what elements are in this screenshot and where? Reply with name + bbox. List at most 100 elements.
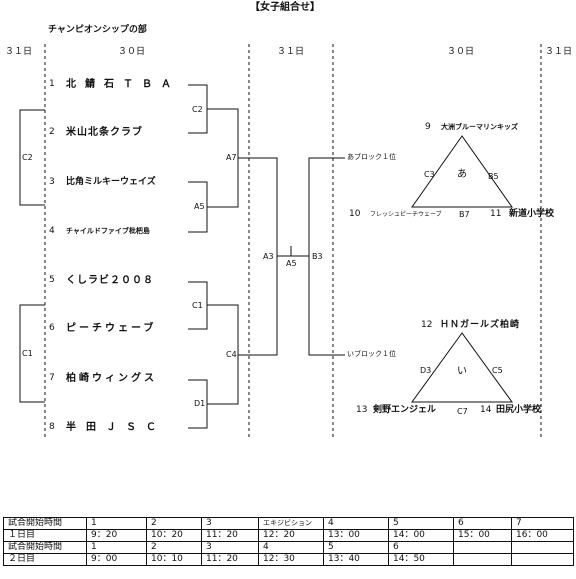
schedule-game-number: 3 [201,541,259,554]
schedule-table: 試合開始時間 1 2 3 エキジビション 4 5 6 7 １日目 9：20 10… [3,517,574,566]
game-code: C7 [457,407,468,416]
team-name: 柏崎ウィングス [66,373,157,384]
game-code: C1 [192,301,203,310]
league-team-name: 大洲ブルーマリンキッズ [441,123,518,131]
schedule-time: 16：00 [511,529,574,542]
game-code: D1 [194,399,206,408]
league-team-name: ＨＮガールズ柏崎 [440,320,521,330]
schedule-row-day2-header: 試合開始時間 1 2 3 4 5 6 [3,541,574,554]
team-name: チャイルドファイブ枇杷島 [66,227,150,235]
game-code: C5 [492,366,503,375]
schedule-row-day2-times: ２日目 9：00 10：10 11：20 12：30 13：40 14：50 [3,553,574,566]
day-label-31-right: ３１日 [545,47,573,57]
game-code: A7 [226,153,237,162]
game-code: C2 [22,153,33,162]
schedule-game-number: 4 [323,517,389,530]
league-team-name: フレッシュピーチウェーブ [370,211,442,218]
team-number: 5 [49,275,55,285]
game-code: C3 [424,170,435,179]
schedule-game-number [511,541,574,554]
schedule-time: 10：10 [146,553,202,566]
schedule-time: 14：00 [388,529,454,542]
schedule-game-number: 1 [86,517,147,530]
game-code: A3 [263,252,274,261]
schedule-row-day1-times: １日目 9：20 10：20 11：20 12：20 13：00 14：00 1… [3,529,574,542]
schedule-day-label: ２日目 [3,553,87,566]
schedule-time: 11：20 [201,529,259,542]
league-team-number: 14 [480,405,492,415]
league-team-number: 10 [349,209,361,219]
game-code: B3 [312,252,323,261]
league-a-triangle [411,135,513,208]
team-number: 8 [49,422,55,432]
team-number: 4 [49,226,55,236]
league-team-number: 11 [490,209,502,219]
team-name: くしラビ２００８ [66,275,154,286]
league-i-triangle [411,332,513,403]
team-name: ピーチウェーブ [66,323,157,334]
bracket-game-c1-left [19,304,45,403]
day-label-31-mid: ３１日 [277,47,305,57]
schedule-time: 13：00 [323,529,389,542]
league-team-number: 9 [425,122,431,132]
game-code: C4 [226,350,237,359]
league-team-name: 新道小学校 [509,209,555,219]
schedule-label: 試合開始時間 [3,517,87,530]
schedule-time: 13：40 [323,553,389,566]
schedule-game-number: エキジビション [258,517,324,530]
team-name: 比角ミルキーウェイズ [66,177,156,187]
team-name: 北鯖石ＴＢＡ [66,79,180,90]
schedule-row-day1-header: 試合開始時間 1 2 3 エキジビション 4 5 6 7 [3,517,574,530]
page-title: 【女子組合せ】 [250,2,320,13]
schedule-time: 12：30 [258,553,324,566]
schedule-time [511,553,574,566]
league-center-label: い [457,366,467,377]
team-name: 米山北条クラブ [66,127,143,138]
day-label-30-left: ３０日 [118,47,146,57]
schedule-label: 試合開始時間 [3,541,87,554]
schedule-game-number: 5 [323,541,389,554]
league-team-name: 剣野エンジェル [373,405,437,415]
schedule-game-number: 1 [86,541,147,554]
schedule-game-number: 2 [146,541,202,554]
game-code: D3 [420,366,432,375]
league-team-name: 田尻小学校 [496,405,542,415]
game-code: B7 [459,210,470,219]
schedule-game-number: 5 [388,517,454,530]
schedule-time: 11：20 [201,553,259,566]
schedule-game-number: 3 [201,517,259,530]
team-number: 7 [49,373,55,383]
schedule-time: 12：20 [258,529,324,542]
schedule-game-number [453,541,512,554]
bracket-game-c2-left [19,109,45,206]
game-code: B5 [488,172,499,181]
schedule-game-number: 2 [146,517,202,530]
schedule-time: 14：50 [388,553,454,566]
schedule-game-number: 6 [388,541,454,554]
day-label-31-left: ３１日 [5,47,33,57]
game-code: C1 [22,349,33,358]
league-team-number: 12 [421,320,433,330]
team-number: 3 [49,177,55,187]
schedule-game-number: 4 [258,541,324,554]
schedule-game-number: 7 [511,517,574,530]
team-name: 半田ＪＳＣ [66,422,166,433]
section-title: チャンピオンシップの部 [48,25,147,35]
day-label-30-right: ３０日 [447,47,475,57]
block-label: いブロック１位 [347,350,396,358]
schedule-day-label: １日目 [3,529,87,542]
block-label: あブロック１位 [347,153,396,161]
schedule-time: 9：20 [86,529,147,542]
schedule-time [453,553,512,566]
game-code: A5 [286,259,297,268]
team-number: 1 [49,79,55,89]
game-code: A5 [194,202,205,211]
league-team-number: 13 [356,405,368,415]
schedule-time: 9：00 [86,553,147,566]
league-center-label: あ [457,169,467,180]
schedule-time: 10：20 [146,529,202,542]
team-number: 2 [49,127,55,137]
game-code: C2 [192,105,203,114]
schedule-game-number: 6 [453,517,512,530]
